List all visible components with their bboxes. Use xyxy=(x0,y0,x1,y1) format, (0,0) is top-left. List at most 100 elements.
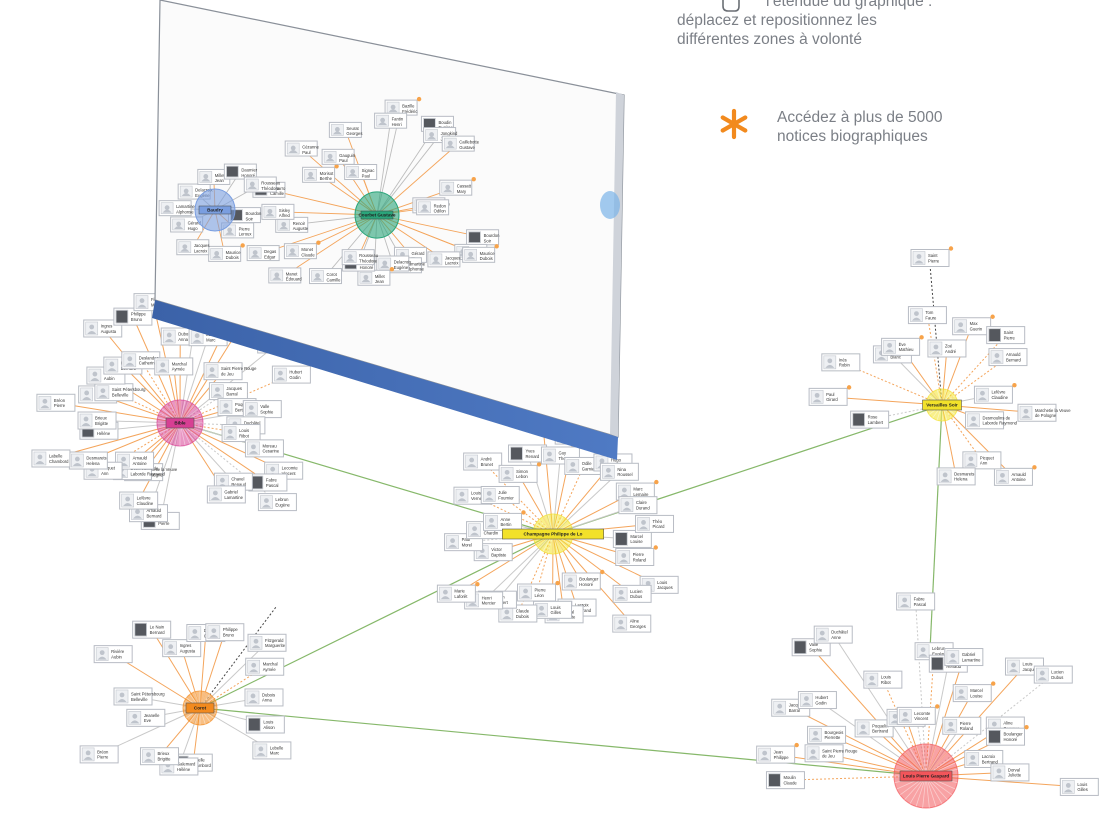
notice-badge-icon[interactable] xyxy=(316,240,321,245)
notice-badge-icon[interactable] xyxy=(846,385,852,390)
bottom-toolbar[interactable] xyxy=(152,300,618,460)
notice-badge-icon[interactable] xyxy=(653,545,658,550)
notice-badge-icon[interactable] xyxy=(948,246,954,251)
notice-badge-icon[interactable] xyxy=(521,510,526,515)
hub-node[interactable]: Louis Pierre Gaspard xyxy=(893,743,959,809)
vertical-scrollbar[interactable] xyxy=(610,92,624,437)
app-screen-window[interactable]: BourdonSoirPierreLerouxMauriceDuboisJacq… xyxy=(140,0,640,460)
notice-badge-icon[interactable] xyxy=(1012,383,1017,388)
hub-node[interactable]: Courbet Gustave xyxy=(354,191,400,239)
notice-badge-icon[interactable] xyxy=(475,581,480,587)
notice-badge-icon[interactable] xyxy=(654,479,659,485)
notice-badge-icon[interactable] xyxy=(1032,465,1037,470)
notice-badge-icon[interactable] xyxy=(919,335,924,340)
notice-badge-icon[interactable] xyxy=(794,742,799,748)
notice-badge-icon[interactable] xyxy=(935,704,940,709)
notice-badge-icon[interactable] xyxy=(416,96,422,102)
notice-badge-icon[interactable] xyxy=(600,569,605,575)
